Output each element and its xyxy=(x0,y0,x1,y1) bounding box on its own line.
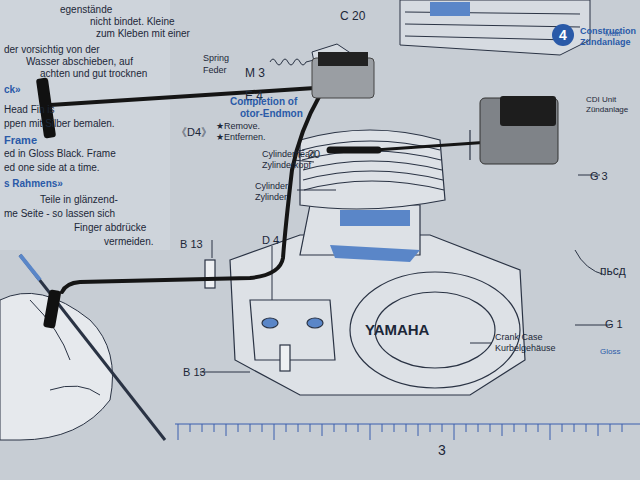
label-text: B 13 xyxy=(183,366,206,378)
label-text: D 4 xyxy=(262,234,279,246)
cylinder-head-top xyxy=(400,0,590,55)
label-text: Spring xyxy=(203,54,229,64)
coil-top xyxy=(318,52,368,66)
step-title: Zündanlage xyxy=(580,37,631,47)
ruler xyxy=(175,424,640,440)
label-text: пьсд xyxy=(600,265,626,278)
label-text: otor-Endmon xyxy=(240,108,303,119)
label-text: ★Remove. xyxy=(216,122,260,132)
label-text: der vorsichtig von der xyxy=(4,44,100,55)
label-text: nicht bindet. Kleine xyxy=(90,16,175,27)
label-text: Frame xyxy=(4,134,37,146)
engine-drawing xyxy=(205,130,525,395)
label-text: ★Entfernen. xyxy=(216,133,266,143)
label-text: me Seite - so lassen sich xyxy=(4,208,115,219)
label-text: B 13 xyxy=(180,238,203,250)
label-text: C 20 xyxy=(340,10,365,23)
label-text: Kurbelgehäuse xyxy=(495,344,556,354)
label-text: G 1 xyxy=(605,318,623,330)
label-text: achten und gut trocknen xyxy=(40,68,147,79)
label-text: Zündanlage xyxy=(586,106,628,115)
label-text: Head Fin is xyxy=(4,104,55,115)
label-text: zum Kleben mit einer xyxy=(96,28,190,39)
label-text: Wasser abschieben, auf xyxy=(26,56,133,67)
label-text: ed in Gloss Black. Frame xyxy=(4,148,116,159)
label-text: Finger abdrücke xyxy=(74,222,146,233)
label-text: Teile in glänzend- xyxy=(40,194,118,205)
step-title: Construction xyxy=(580,26,636,36)
label-text: Zylinderkopf xyxy=(262,161,311,171)
step-heading: 4ConstructionZündanlage xyxy=(552,24,574,46)
label-text: Crank Case xyxy=(495,333,543,343)
cdi-top xyxy=(500,96,556,126)
label-text: ed one side at a time. xyxy=(4,162,100,173)
label-text: Cylinder xyxy=(255,182,288,192)
label-text: 3 xyxy=(438,443,446,458)
label-text: Completion of xyxy=(230,96,297,107)
leader-lines xyxy=(200,160,610,372)
label-text: Zylinder xyxy=(255,193,287,203)
label-text: vermeiden. xyxy=(104,236,153,247)
plug-cap xyxy=(43,289,61,329)
label-text: s Rahmens» xyxy=(4,178,63,189)
label-text: 《D4》 xyxy=(176,126,212,138)
label-text: Gloss xyxy=(600,348,620,357)
label-text: ck» xyxy=(4,84,21,95)
label-text: egenstände xyxy=(60,4,112,15)
step-number: 4 xyxy=(552,24,574,46)
label-text: Feder xyxy=(203,66,227,76)
label-text: G 3 xyxy=(590,170,608,182)
ignition-wires xyxy=(50,88,490,292)
label-text: M 3 xyxy=(245,67,265,80)
label-text: Cylinderhead xyxy=(262,150,315,160)
label-text: CDI Unit xyxy=(586,96,616,105)
label-text: ppen mit Silber bemalen. xyxy=(4,118,115,129)
label-text: YAMAHA xyxy=(365,322,429,339)
